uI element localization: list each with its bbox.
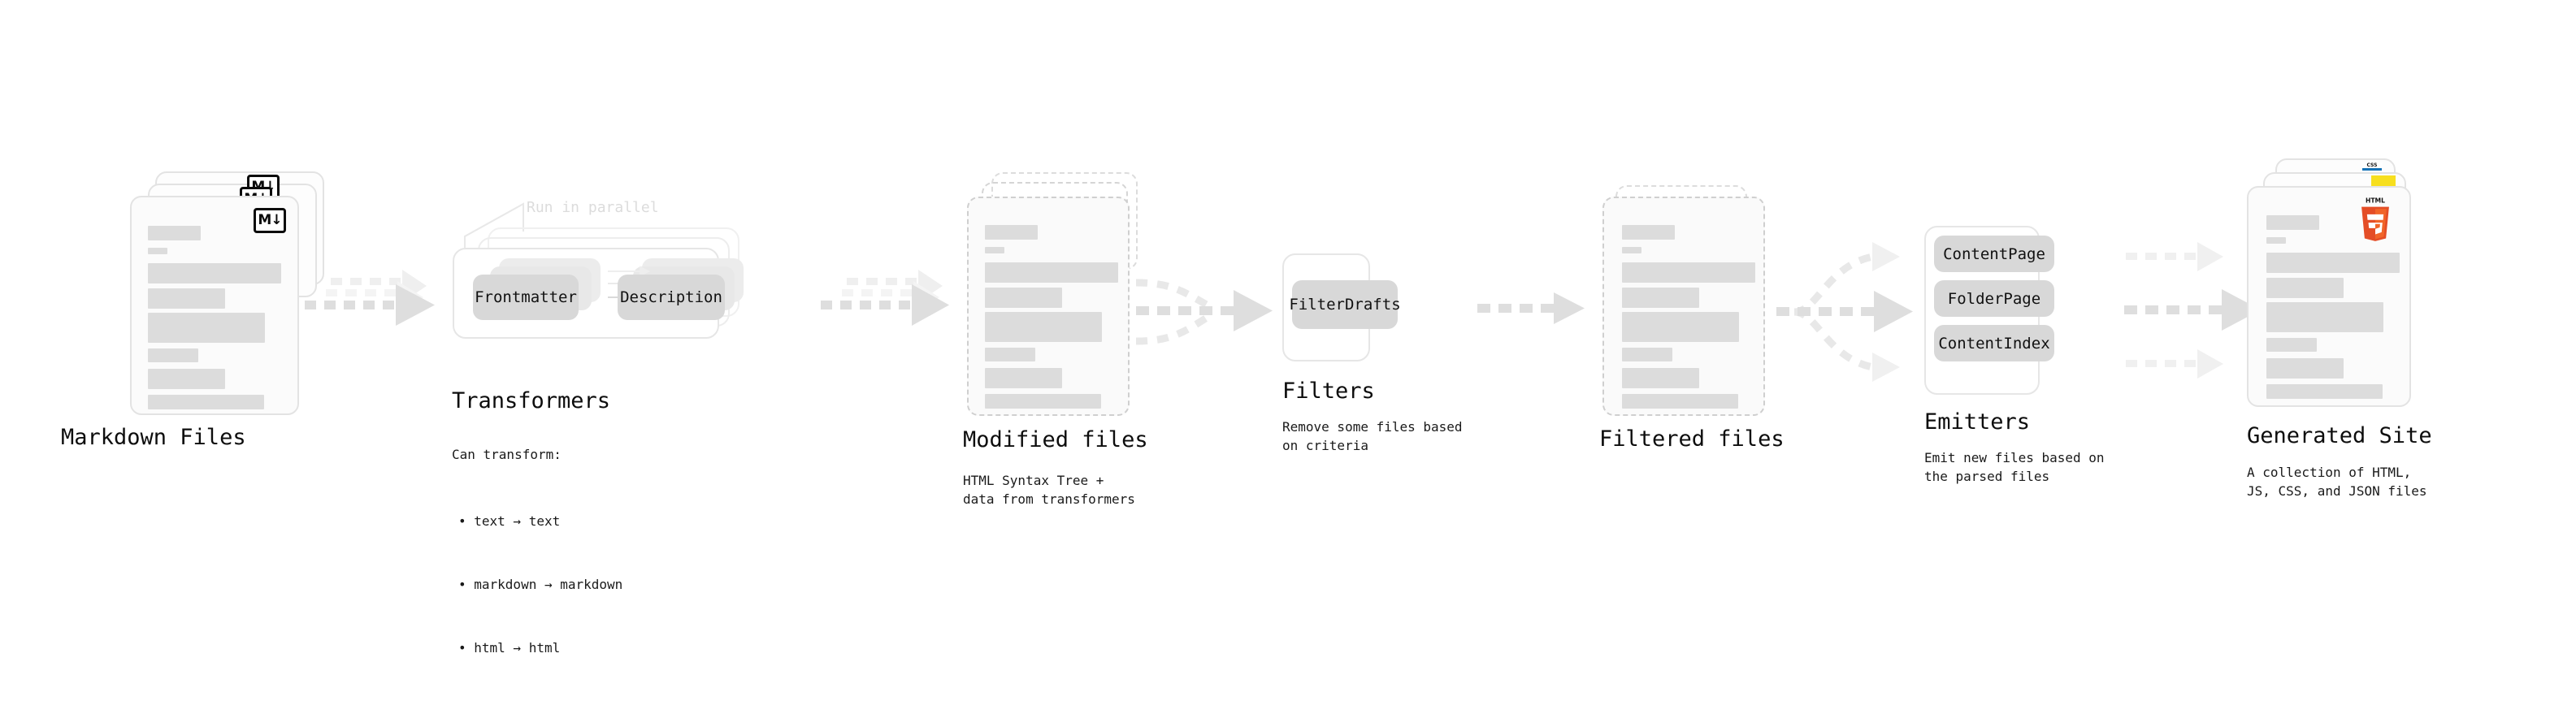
doc-line <box>148 313 265 343</box>
doc-line <box>1622 288 1699 308</box>
arrow-filtered-to-emitters <box>1776 242 1913 382</box>
css-icon-label: CSS <box>2366 162 2378 168</box>
css-icon: CSS <box>2361 162 2383 172</box>
modified-card-front <box>967 197 1130 416</box>
run-in-parallel-leader <box>464 202 524 248</box>
filtered-card-front <box>1602 197 1765 416</box>
doc-line <box>2266 302 2383 332</box>
html5-icon: HTML <box>2361 197 2389 241</box>
doc-line <box>985 262 1118 283</box>
doc-line <box>985 288 1062 308</box>
doc-line <box>148 226 201 240</box>
doc-line <box>2266 237 2286 244</box>
transformers-subtitle: Can transform: <box>452 447 562 462</box>
filters-subtitle: Remove some files based on criteria <box>1282 419 1463 453</box>
doc-line <box>2266 253 2400 273</box>
doc-line <box>1622 394 1738 409</box>
doc-line <box>985 348 1035 361</box>
doc-line <box>2266 278 2344 298</box>
doc-line <box>985 394 1101 409</box>
doc-line <box>148 263 281 283</box>
doc-line <box>148 348 198 362</box>
doc-line <box>985 368 1062 388</box>
doc-line <box>1622 247 1641 253</box>
doc-line <box>1622 312 1739 342</box>
markdown-card-front: M↓ <box>130 196 299 415</box>
bullet-item: • markdown → markdown <box>458 577 623 592</box>
chip-contentindex[interactable]: ContentIndex <box>1934 325 2054 361</box>
chip-filterdrafts[interactable]: FilterDrafts <box>1289 280 1401 329</box>
doc-line <box>1622 348 1672 361</box>
stage-title-filters: Filters <box>1282 379 1375 404</box>
doc-line <box>148 395 264 409</box>
doc-line <box>1622 225 1675 240</box>
chip-description[interactable]: Description <box>618 275 725 320</box>
doc-line <box>985 225 1038 240</box>
arrow-emitters-to-site <box>2124 242 2261 379</box>
site-card-front: HTML <box>2247 186 2411 407</box>
doc-line <box>2266 358 2344 379</box>
emitters-subtitle: Emit new files based on the parsed files <box>1924 450 2105 484</box>
stage-title-modified-files: Modified files <box>963 427 1148 452</box>
generated-site-subtitle: A collection of HTML, JS, CSS, and JSON … <box>2247 465 2427 499</box>
arrow-filters-to-filtered <box>1477 292 1585 324</box>
run-in-parallel-label: Run in parallel <box>527 199 659 216</box>
css-icon-bar <box>2362 168 2382 171</box>
svg-text:HTML: HTML <box>2366 197 2385 205</box>
arrow-transformers-to-modified <box>821 270 949 326</box>
arrow-modified-to-filters <box>1135 279 1273 345</box>
stage-title-generated-site: Generated Site <box>2247 423 2432 448</box>
markdown-icon: M↓ <box>254 208 286 233</box>
js-icon <box>2371 175 2396 188</box>
chip-folderpage[interactable]: FolderPage <box>1934 280 2054 317</box>
doc-line <box>1622 368 1699 388</box>
transformers-bullets: • text → text • markdown → markdown • ht… <box>458 469 622 701</box>
doc-line <box>148 248 167 254</box>
stage-title-emitters: Emitters <box>1924 409 2031 435</box>
stage-title-markdown-files: Markdown Files <box>61 425 246 450</box>
doc-line <box>2266 215 2319 230</box>
doc-line <box>2266 384 2383 399</box>
modified-files-subtitle: HTML Syntax Tree + data from transformer… <box>963 473 1135 507</box>
chip-frontmatter[interactable]: Frontmatter <box>473 275 579 320</box>
bullet-item: • text → text <box>458 513 561 529</box>
doc-line <box>2266 338 2317 352</box>
arrow-markdown-to-transformers <box>305 270 435 326</box>
doc-line <box>148 288 225 309</box>
doc-line <box>985 312 1102 342</box>
chip-contentpage[interactable]: ContentPage <box>1934 236 2054 272</box>
bullet-item: • html → html <box>458 640 561 656</box>
stage-title-transformers: Transformers <box>452 388 611 413</box>
doc-line <box>985 247 1004 253</box>
stage-title-filtered-files: Filtered files <box>1599 426 1785 452</box>
doc-line <box>148 369 225 389</box>
doc-line <box>1622 262 1755 283</box>
